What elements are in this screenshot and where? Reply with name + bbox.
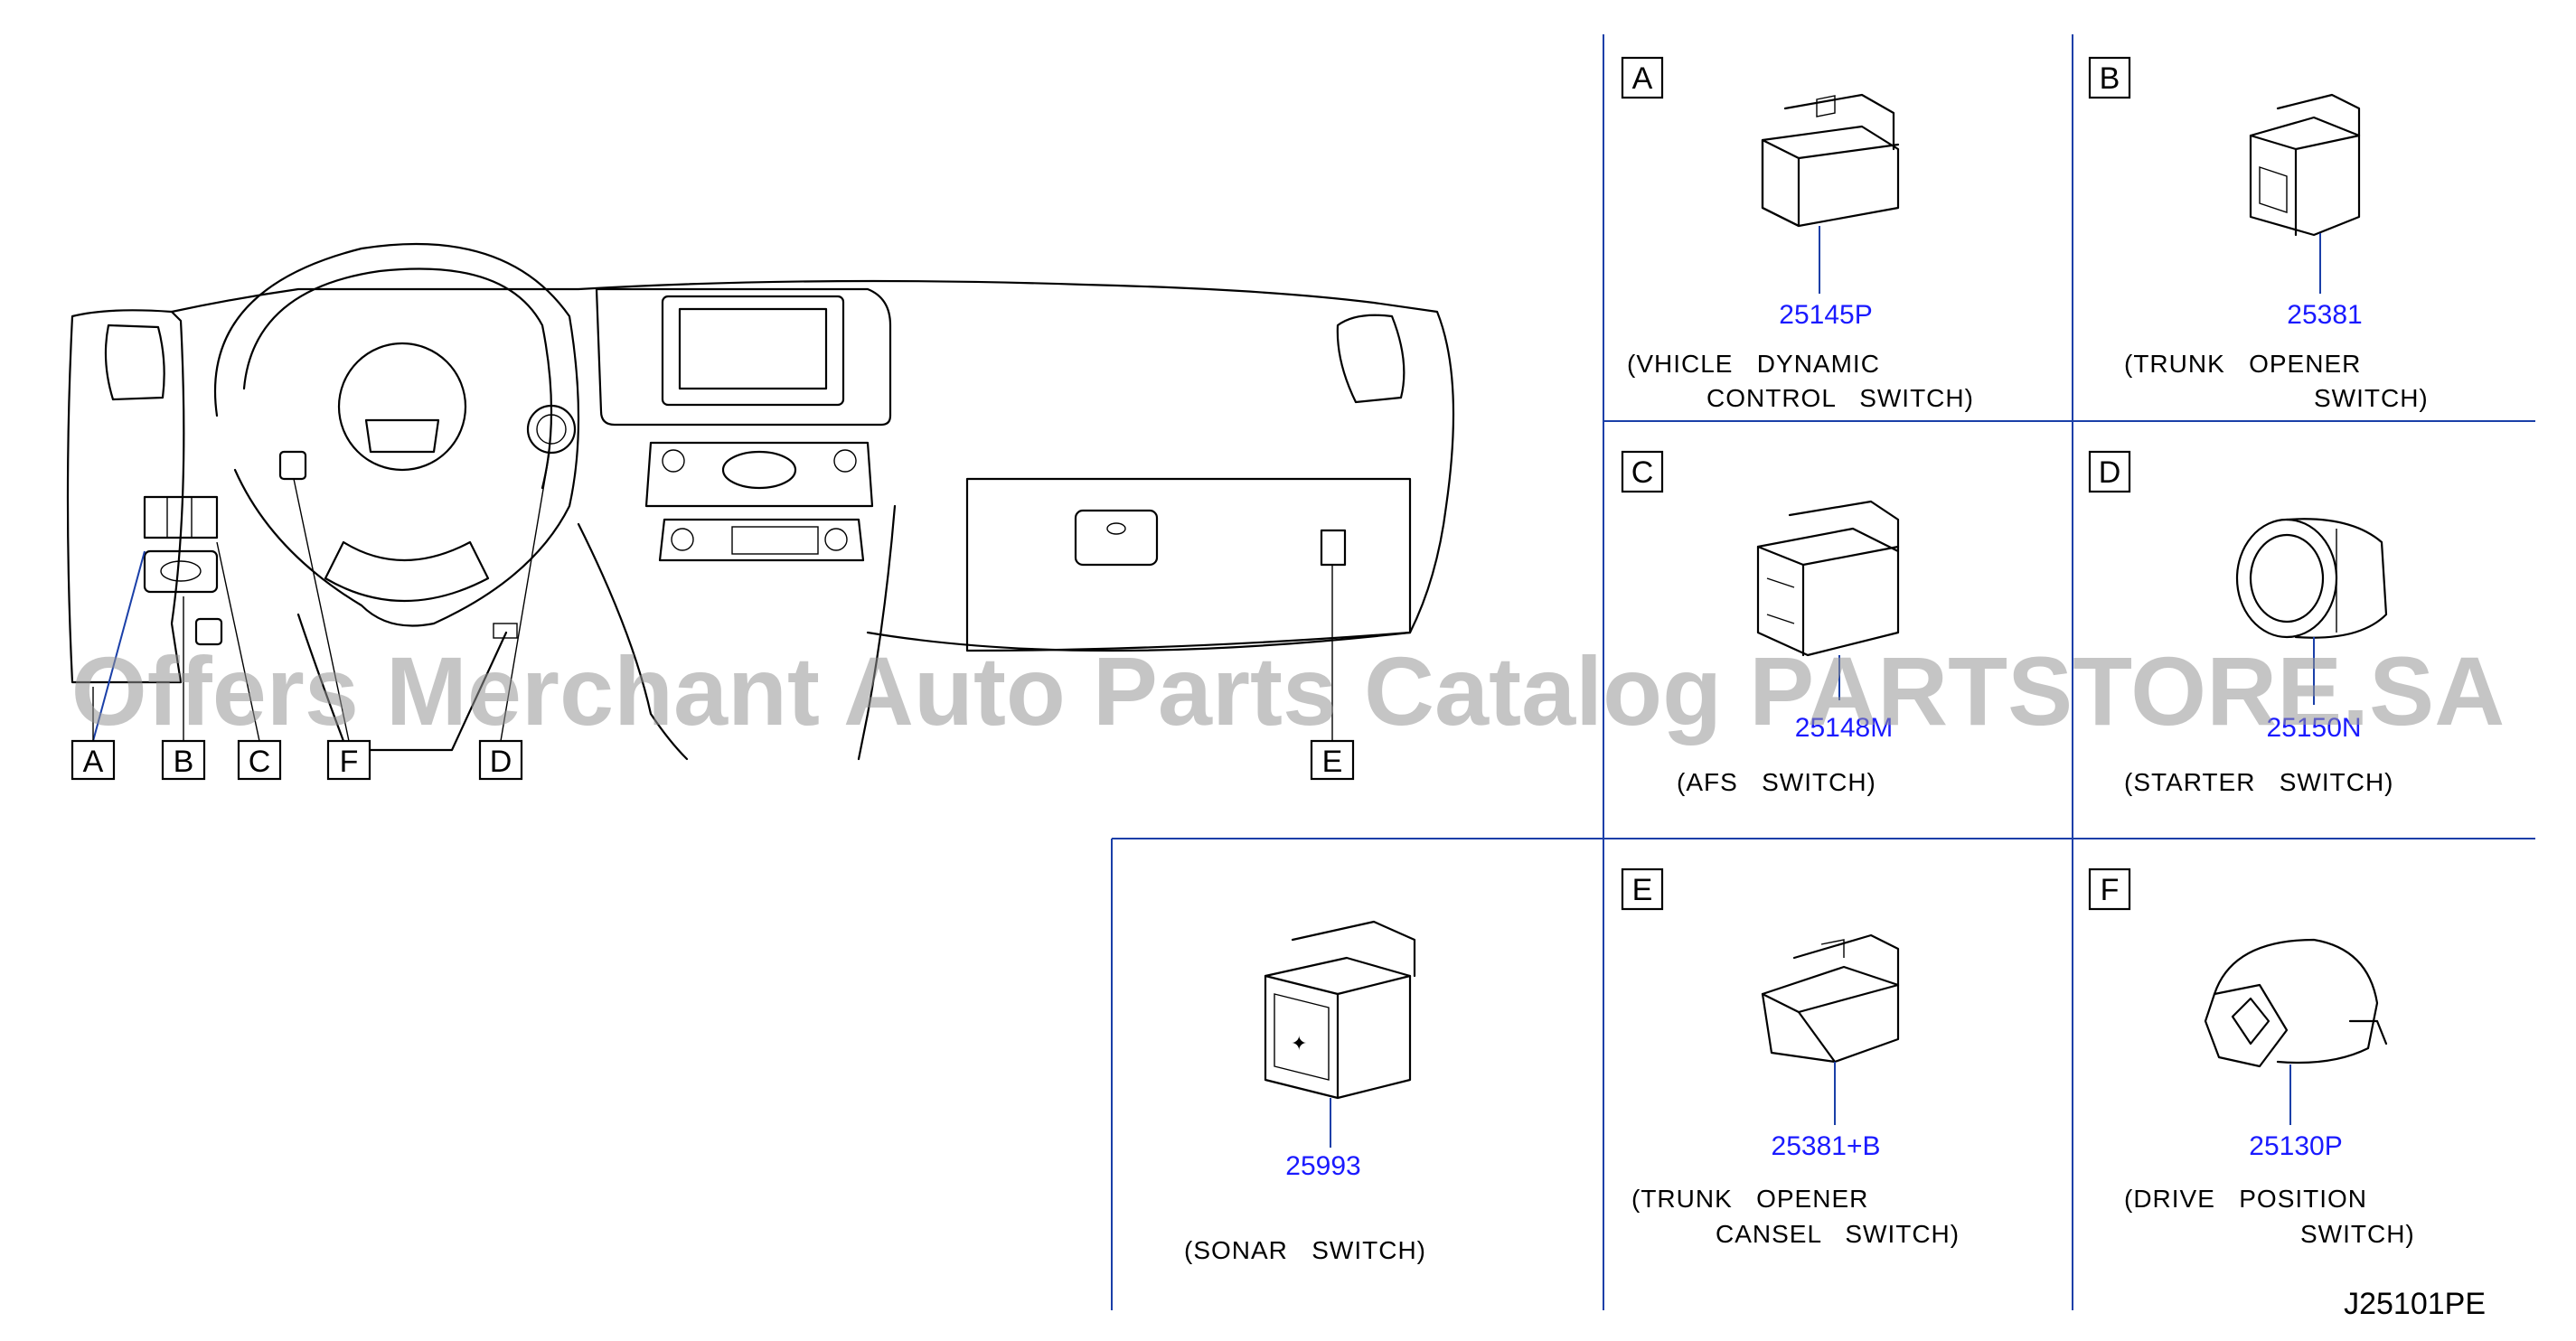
panel-label: A: [1632, 61, 1653, 96]
part-number: 25381+B: [1772, 1131, 1881, 1161]
part-description: (VHICLE DYNAMIC: [1627, 350, 1880, 378]
callout-D: D: [478, 739, 523, 781]
panel-A: A 25145P (VHICLE DYNAMIC CONTROL SWITCH): [1621, 56, 1974, 412]
switch-C-illustration: [1756, 500, 1900, 657]
panel-label: D: [2099, 455, 2121, 490]
callout-A: A: [71, 739, 116, 781]
callout-label: F: [340, 745, 359, 779]
part-number: 25145P: [1779, 300, 1872, 330]
part-number: 25381: [2287, 300, 2362, 330]
part-number: 25130P: [2249, 1131, 2342, 1161]
callout-E: E: [1310, 739, 1355, 781]
panel-label: E: [1632, 873, 1653, 907]
panel-D: D 25150N (STARTER SWITCH): [2088, 450, 2394, 796]
part-number: 25148M: [1795, 713, 1893, 743]
panel-C: C 25148M (AFS SWITCH): [1621, 450, 1900, 796]
part-description: (SONAR SWITCH): [1184, 1236, 1426, 1264]
part-description: (DRIVE POSITION: [2124, 1185, 2367, 1213]
part-description: (TRUNK OPENER: [1631, 1185, 1868, 1213]
callout-leaders: [92, 451, 1333, 742]
part-description: CONTROL SWITCH): [1706, 384, 1974, 412]
callout-label: A: [83, 745, 104, 779]
callout-C: C: [237, 739, 282, 781]
diagram-code: J25101PE: [2344, 1287, 2486, 1321]
watermark: Offers Merchant Auto Parts Catalog PARTS…: [71, 636, 2505, 746]
switch-A-illustration: [1761, 93, 1900, 228]
panel-E: E 25381+B (TRUNK OPENER CANSEL SWITCH): [1621, 867, 1960, 1248]
callout-B: B: [161, 739, 206, 781]
part-description: (TRUNK OPENER: [2124, 350, 2361, 378]
callout-label: B: [174, 745, 194, 779]
panel-F: F 25130P (DRIVE POSITION SWITCH): [2088, 867, 2415, 1248]
panel-B: B 25381 (TRUNK OPENER SWITCH): [2088, 56, 2429, 412]
switch-sonar-illustration: ✦: [1264, 920, 1416, 1100]
part-number: 25150N: [2266, 713, 2361, 743]
part-description: CANSEL SWITCH): [1716, 1220, 1960, 1248]
switch-E-illustration: [1761, 933, 1900, 1064]
dashboard-illustration: [66, 242, 1455, 761]
part-description: (STARTER SWITCH): [2124, 768, 2394, 796]
switch-B-illustration: [2249, 93, 2361, 237]
part-description: (AFS SWITCH): [1677, 768, 1876, 796]
switch-F-illustration: [2204, 938, 2388, 1068]
callout-label: C: [249, 745, 271, 779]
callout-F: F: [326, 739, 371, 781]
callout-label: E: [1322, 745, 1343, 779]
part-description: SWITCH): [2300, 1220, 2415, 1248]
panel-label: F: [2101, 873, 2120, 907]
panel-grid: [1111, 34, 2535, 1310]
panel-label: B: [2100, 61, 2120, 96]
part-number: 25993: [1285, 1151, 1360, 1181]
callout-label: D: [490, 745, 512, 779]
switch-D-illustration: [2235, 518, 2388, 639]
part-description: SWITCH): [2314, 384, 2429, 412]
panel-sonar: ✦ 25993 (SONAR SWITCH): [1184, 920, 1426, 1264]
sonar-icon: ✦: [1291, 1032, 1307, 1055]
panel-label: C: [1631, 455, 1654, 490]
